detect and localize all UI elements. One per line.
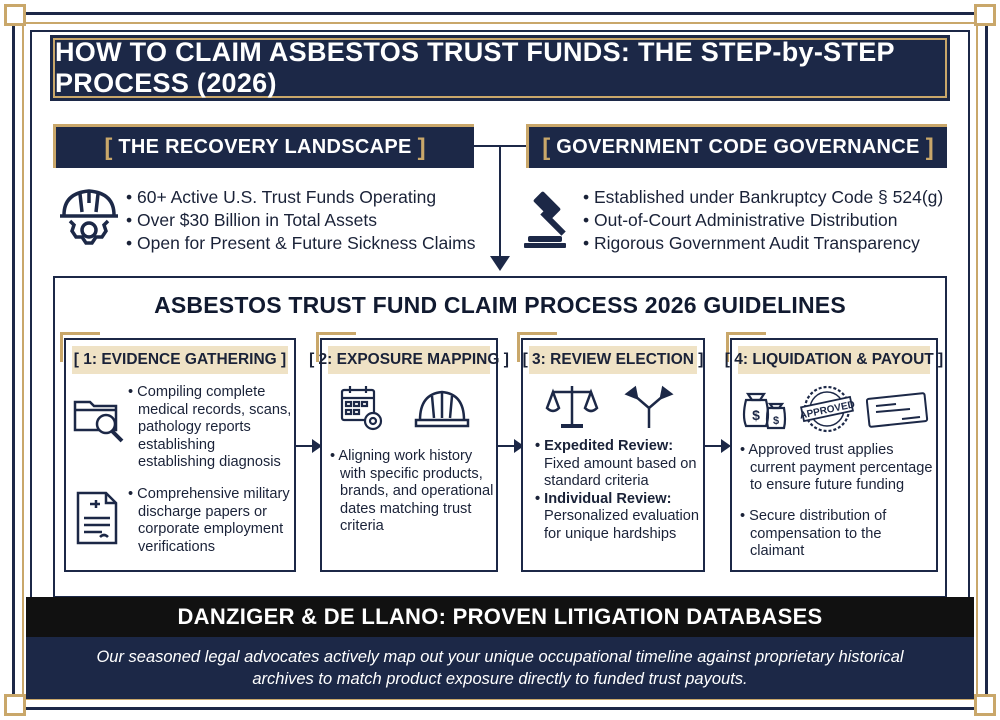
footer-text: Our seasoned legal advocates actively ma… [96,648,904,688]
approved-stamp-icon: APPROVED [799,385,856,433]
review-options: • Expedited Review: Fixed amount based o… [535,438,701,543]
hardhat-icon [414,390,470,428]
step-bullet: • Comprehensive military discharge paper… [128,486,290,555]
scales-icon [545,386,599,428]
down-arrow-icon [490,256,510,271]
step-accent [517,332,557,362]
step-review-election: [ 3: REVIEW ELECTION ] • Expedited Revie… [521,338,705,572]
step-liquidation-payout: [ 4: LIQUIDATION & PAYOUT ] $ $ APPROVED… [725,338,943,572]
recovery-heading-bar: [THE RECOVERY LANDSCAPE] [53,124,474,168]
corner-ornament [4,4,26,26]
list-item: Over $30 Billion in Total Assets [126,209,475,232]
footer-body: Our seasoned legal advocates actively ma… [26,637,974,699]
governance-bullets: Established under Bankruptcy Code § 524(… [583,186,943,255]
list-item: Open for Present & Future Sickness Claim… [126,232,475,255]
governance-heading-bar: [GOVERNMENT CODE GOVERNANCE] [526,124,947,168]
step-bullet: • Secure distribution of compensation to… [740,508,887,559]
list-item: Rigorous Government Audit Transparency [583,232,943,255]
process-title: ASBESTOS TRUST FUND CLAIM PROCESS 2026 G… [154,292,846,318]
footer-heading: DANZIGER & DE LLANO: PROVEN LITIGATION D… [177,604,823,629]
page-title: HOW TO CLAIM ASBESTOS TRUST FUNDS: THE S… [55,37,895,98]
calendar-gear-icon [340,386,383,431]
money-bags-icon: $ $ [742,392,787,430]
corner-ornament [974,694,996,716]
list-item: 60+ Active U.S. Trust Funds Operating [126,186,475,209]
check-icon [866,392,929,428]
corner-ornament [4,694,26,716]
recovery-heading: THE RECOVERY LANDSCAPE [118,136,412,158]
individual-text: Personalized evaluation for unique hards… [544,508,699,542]
hardhat-gear-icon [60,189,118,245]
expedited-label: • Expedited Review: [535,438,674,454]
step-arrow-icon [498,439,524,453]
step-heading: [ 2: EXPOSURE MAPPING ] [309,346,509,374]
governance-heading: GOVERNMENT CODE GOVERNANCE [556,136,920,158]
svg-text:$: $ [752,407,760,423]
gold-frame [22,22,978,700]
step-exposure-mapping: [ 2: EXPOSURE MAPPING ] • Aligning work … [309,338,509,572]
footer-heading-bar: DANZIGER & DE LLANO: PROVEN LITIGATION D… [26,597,974,637]
step-bullet: • Aligning work history with specific pr… [330,448,494,534]
individual-label: • Individual Review: [535,490,672,507]
svg-text:$: $ [773,415,779,427]
step-arrow-icon [705,439,731,453]
gavel-icon [524,191,566,248]
step-heading: [ 3: REVIEW ELECTION ] [523,346,703,374]
step-heading: [ 1: EVIDENCE GATHERING ] [72,346,288,374]
step-bullet: • Approved trust applies current payment… [740,442,933,493]
page-title-bar: HOW TO CLAIM ASBESTOS TRUST FUNDS: THE S… [50,35,950,101]
step-bullet: • Compiling complete medical records, sc… [128,384,292,470]
step-accent [316,332,356,362]
list-item: Established under Bankruptcy Code § 524(… [583,186,943,209]
step-arrow-icon [296,439,322,453]
connector-line [499,145,501,259]
step-heading: [ 4: LIQUIDATION & PAYOUT ] [725,346,943,374]
expedited-text: Fixed amount based on standard criteria [544,455,697,490]
step-accent [60,332,100,362]
medical-document-icon [76,491,118,545]
folder-magnifier-icon [73,400,124,443]
outer-frame [12,12,988,710]
split-arrows-icon [624,385,674,428]
list-item: Out-of-Court Administrative Distribution [583,209,943,232]
recovery-bullets: 60+ Active U.S. Trust Funds Operating Ov… [126,186,475,255]
step-accent [726,332,766,362]
corner-ornament [974,4,996,26]
step-evidence-gathering: [ 1: EVIDENCE GATHERING ] • Compiling co… [64,338,296,572]
